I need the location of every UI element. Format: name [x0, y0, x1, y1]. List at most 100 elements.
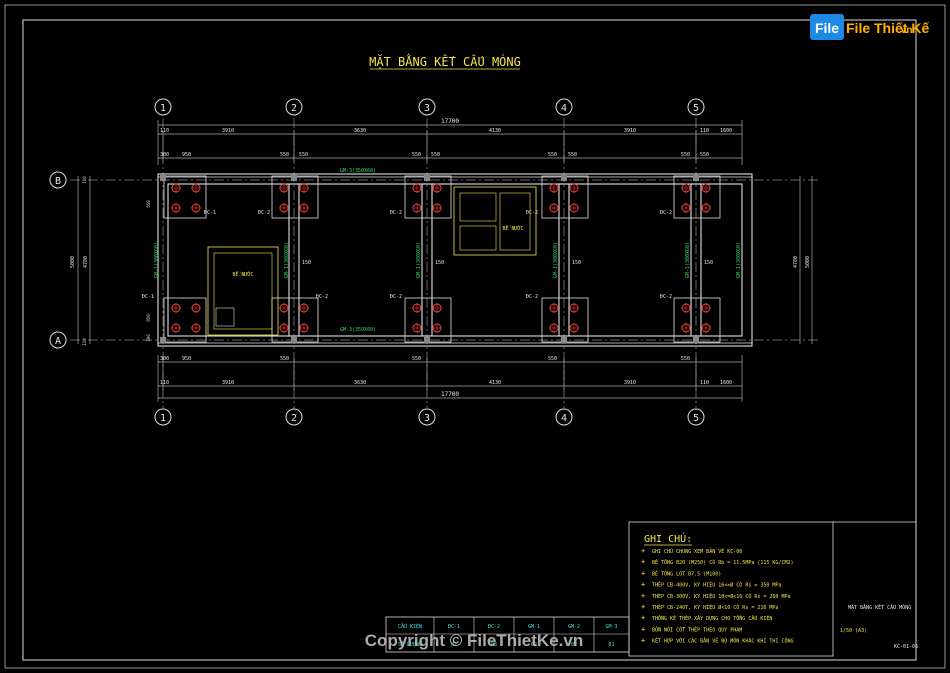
footing-labels: ĐC-1 ĐC-2 ĐC-2 ĐC-2 ĐC-2 ĐC-1 ĐC-2 ĐC-2 … — [142, 210, 672, 300]
sheet-border-outer — [4, 4, 946, 669]
pile-crosshair — [701, 203, 711, 213]
footing-label-dc2-h: ĐC-2 — [660, 294, 672, 300]
dim-left-550: 550 — [146, 200, 151, 208]
footing-label-dc2-d: ĐC-2 — [660, 210, 672, 216]
note-item: BỐN NỐI CỐT THÉP THEO QUY PHẠM — [652, 625, 742, 633]
pile-crosshair — [412, 203, 422, 213]
schedule-header-cell: ĐC-1 — [448, 624, 460, 630]
pile-crosshair — [569, 303, 579, 313]
note-item: THÉP CB-300V, KÝ HIỆU 10<=Ø<16 CÓ Rs = 2… — [652, 592, 790, 600]
grid-label-bottom-5: 5 — [693, 413, 699, 424]
beam-gm1-c2: GM-1(300X60) — [284, 242, 290, 278]
pile-crosshair — [681, 303, 691, 313]
dim-overall-bottom: 17700 — [441, 391, 459, 398]
pile-crosshair — [701, 183, 711, 193]
grid-label-b: B — [55, 176, 61, 187]
grid-label-a: A — [55, 336, 61, 347]
grid-label-top-4: 4 — [561, 103, 567, 114]
pile-crosshair — [569, 323, 579, 333]
pile-crosshair — [171, 303, 181, 313]
notes-heading: GHI CHÚ: — [644, 532, 692, 545]
foundation-outline — [157, 173, 753, 347]
notes-box: GHI CHÚ: + GHI CHÚ CHUNG XEM BẢN VẼ KC-00… — [628, 521, 834, 657]
dim-left-950: 950 — [146, 314, 151, 322]
pile-crosshair — [412, 303, 422, 313]
title-block-sheet-no: KC-01-06 — [894, 644, 918, 650]
grid-bubbles-bottom: 1 2 3 4 5 — [154, 408, 705, 426]
footing-label-dc2-e: ĐC-2 — [316, 294, 328, 300]
note-item: KẾT HỢP VỚI CÁC BẢN VẼ BỘ MÔN KHÁC KHI T… — [652, 637, 793, 645]
title-block-scale: 1/50 (A3) — [840, 628, 867, 634]
schedule-value-cell: 02 — [571, 642, 577, 648]
note-bullet: + — [641, 592, 645, 600]
pile-crosshair — [681, 203, 691, 213]
beam-gm1-c5: GM-1(300X60) — [685, 242, 691, 278]
pile-crosshair — [171, 323, 181, 333]
dim-150-c2: 150 — [302, 260, 311, 266]
pile-crosshair — [299, 203, 309, 213]
note-item: GHI CHÚ CHUNG XEM BẢN VẼ KC-00 — [652, 547, 742, 555]
grid-label-top-2: 2 — [291, 103, 297, 114]
dim-bottom-span-4: 3910 — [624, 380, 636, 386]
dim-left-inner: 4780 — [83, 256, 89, 268]
dim-top-550-3: 550 — [412, 152, 421, 158]
grid-bubbles-left: B A — [49, 171, 67, 349]
footing-label-dc1-top: ĐC-1 — [204, 210, 216, 216]
water-tank-1: BỂ NƯỚC — [207, 246, 279, 336]
dim-top-span-1: 3910 — [222, 128, 234, 134]
grid-label-bottom-1: 1 — [160, 413, 166, 424]
beam-label-bottom: GM-3(350X60) — [340, 327, 376, 333]
beam-gm1-c4: GM-1(300X60) — [553, 242, 559, 278]
beam-gm1-left: GM-1(300X60) — [154, 242, 160, 278]
dim-top-550-4: 550 — [431, 152, 440, 158]
beam-gm1-c3: GM-1(300X60) — [416, 242, 422, 278]
dim-left-outer: 5000 — [70, 256, 76, 268]
dim-sides: 5000 4780 4780 5000 110 110 550 950 300 — [70, 176, 813, 346]
note-item: THỐNG KÊ THÉP XÂY DỰNG CHO TỔNG CẤU KIỆN — [652, 614, 772, 622]
beam-gm1-right: GM-1(300X60) — [736, 242, 742, 278]
dim-150-c4: 150 — [572, 260, 581, 266]
pile-crosshair — [432, 323, 442, 333]
dim-top-1600: 1600 — [720, 128, 732, 134]
pile-crosshair — [549, 323, 559, 333]
note-item: THÉP CB-400V, KÝ HIỆU 16<=Ø CÓ Rs = 350 … — [652, 581, 781, 589]
pile-crosshair — [569, 183, 579, 193]
pile-crosshair — [701, 323, 711, 333]
pile-crosshair — [191, 323, 201, 333]
schedule-value-cell: SỐ LƯỢNG — [398, 641, 422, 648]
dim-right-inner: 4780 — [793, 256, 799, 268]
beam-label-top: GM-3(350X60) — [340, 168, 376, 174]
interior-beams — [288, 183, 702, 337]
note-bullet: + — [641, 637, 645, 645]
schedule-value-cell: 08 — [491, 642, 497, 648]
water-tank-label: BỂ NƯỚC — [232, 270, 253, 278]
footing-label-dc2-f: ĐC-2 — [390, 294, 402, 300]
title-block: MẶT BẰNG KẾT CẤU MÓNG 1/50 (A3) KC-01-06 — [833, 521, 918, 650]
svg-text:File: File — [815, 20, 839, 36]
dim-bottom-span-3: 4130 — [489, 380, 501, 386]
dim-top-300: 300 — [160, 152, 169, 158]
grid-label-bottom-2: 2 — [291, 413, 297, 424]
pile-crosshair — [279, 323, 289, 333]
pile-crosshair — [432, 183, 442, 193]
dim-top-110-a: 110 — [160, 128, 169, 134]
dim-150-c3: 150 — [435, 260, 444, 266]
pile-crosshair — [549, 183, 559, 193]
note-item: BÊ TÔNG LÓT B7.5 (M100) — [652, 569, 721, 577]
dim-left-300: 300 — [146, 334, 151, 342]
pile-crosshair — [279, 183, 289, 193]
logo-domain: .vn — [898, 25, 912, 36]
pile-crosshair — [549, 303, 559, 313]
schedule-header-cell: GM-1 — [528, 624, 540, 630]
dim-top-550-8: 550 — [700, 152, 709, 158]
pile-crosshair — [171, 203, 181, 213]
dim-bottom-550-3: 550 — [412, 356, 421, 362]
note-item: BÊ TÔNG B20 (M250) CÓ Rb = 11.5MPa (115 … — [652, 558, 793, 566]
note-bullet: + — [641, 558, 645, 566]
grid-label-bottom-3: 3 — [424, 413, 430, 424]
pile-crosshair — [681, 183, 691, 193]
pile-crosshair — [412, 323, 422, 333]
pile-crosshair — [191, 183, 201, 193]
footing-label-dc2-c: ĐC-2 — [526, 210, 538, 216]
